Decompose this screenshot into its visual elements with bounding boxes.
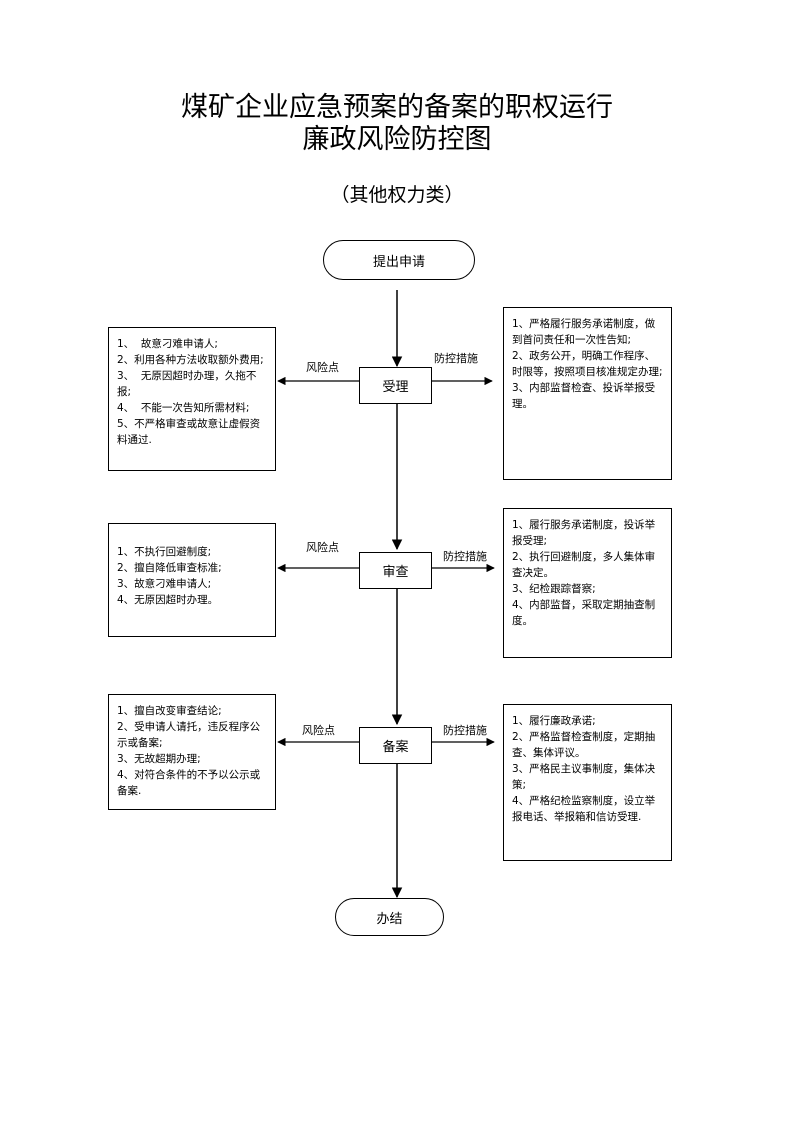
control-accept-item: 3、内部监督检查、投诉举报受理。 (512, 382, 656, 410)
risk-record-item: 3、无故超期办理; (117, 753, 201, 765)
risk-box-record: 1、擅自改变审查结论; 2、受申请人请托，违反程序公示或备案; 3、无故超期办理… (108, 694, 276, 810)
risk-box-accept: 1、 故意刁难申请人; 2、利用各种方法收取额外费用; 3、 无原因超时办理，久… (108, 327, 276, 471)
diagram-category: （其他权力类） (330, 184, 464, 206)
control-accept-item: 1、严格履行服务承诺制度，做到首问责任和一次性告知; (512, 318, 656, 346)
control-box-record: 1、履行廉政承诺; 2、严格监督检查制度，定期抽查、集体评议。 3、严格民主议事… (503, 704, 672, 861)
control-record-item: 1、履行廉政承诺; (512, 715, 596, 727)
control-review-item: 3、纪检跟踪督察; (512, 583, 596, 595)
risk-record-item: 1、擅自改变审查结论; (117, 705, 222, 717)
step-accept-node: 受理 (359, 367, 432, 404)
start-node: 提出申请 (323, 240, 475, 280)
risk-accept-item: 2、利用各种方法收取额外费用; (117, 354, 264, 366)
risk-accept-item: 4、 不能一次告知所需材料; (117, 402, 250, 414)
diagram-title-line2: 廉政风险防控图 (302, 124, 492, 155)
control-review-item: 2、执行回避制度，多人集体审查决定。 (512, 551, 656, 579)
control-box-accept: 1、严格履行服务承诺制度，做到首问责任和一次性告知; 2、政务公开，明确工作程序… (503, 307, 672, 480)
control-review-item: 1、履行服务承诺制度，投诉举报受理; (512, 519, 656, 547)
risk-accept-item: 1、 故意刁难申请人; (117, 338, 218, 350)
risk-label-accept: 风险点 (306, 361, 339, 374)
step-review-node: 审查 (359, 552, 432, 589)
risk-review-item: 4、无原因超时办理。 (117, 594, 219, 606)
control-label-review: 防控措施 (443, 550, 487, 563)
risk-review-item: 2、擅自降低审查标准; (117, 562, 222, 574)
end-node: 办结 (335, 898, 444, 936)
control-accept-item: 2、政务公开，明确工作程序、时限等，按照项目核准规定办理; (512, 350, 663, 378)
control-box-review: 1、履行服务承诺制度，投诉举报受理; 2、执行回避制度，多人集体审查决定。 3、… (503, 508, 672, 658)
control-record-item: 3、严格民主议事制度，集体决策; (512, 763, 656, 791)
diagram-title-line1: 煤矿企业应急预案的备案的职权运行 (181, 92, 613, 123)
risk-accept-item: 3、 无原因超时办理，久拖不报; (117, 370, 257, 398)
control-label-accept: 防控措施 (434, 352, 478, 365)
step-record-node: 备案 (359, 727, 432, 764)
risk-label-review: 风险点 (306, 541, 339, 554)
risk-accept-item: 5、不严格审查或故意让虚假资料通过. (117, 418, 261, 446)
risk-record-item: 4、对符合条件的不予以公示或备案. (117, 769, 261, 797)
risk-box-review: 1、不执行回避制度; 2、擅自降低审查标准; 3、故意刁难申请人; 4、无原因超… (108, 523, 276, 637)
risk-review-item: 3、故意刁难申请人; (117, 578, 212, 590)
control-label-record: 防控措施 (443, 724, 487, 737)
risk-label-record: 风险点 (302, 724, 335, 737)
control-record-item: 2、严格监督检查制度，定期抽查、集体评议。 (512, 731, 656, 759)
control-record-item: 4、严格纪检监察制度，设立举报电话、举报箱和信访受理. (512, 795, 656, 823)
risk-record-item: 2、受申请人请托，违反程序公示或备案; (117, 721, 261, 749)
risk-review-item: 1、不执行回避制度; (117, 546, 212, 558)
control-review-item: 4、内部监督，采取定期抽查制度。 (512, 599, 656, 627)
